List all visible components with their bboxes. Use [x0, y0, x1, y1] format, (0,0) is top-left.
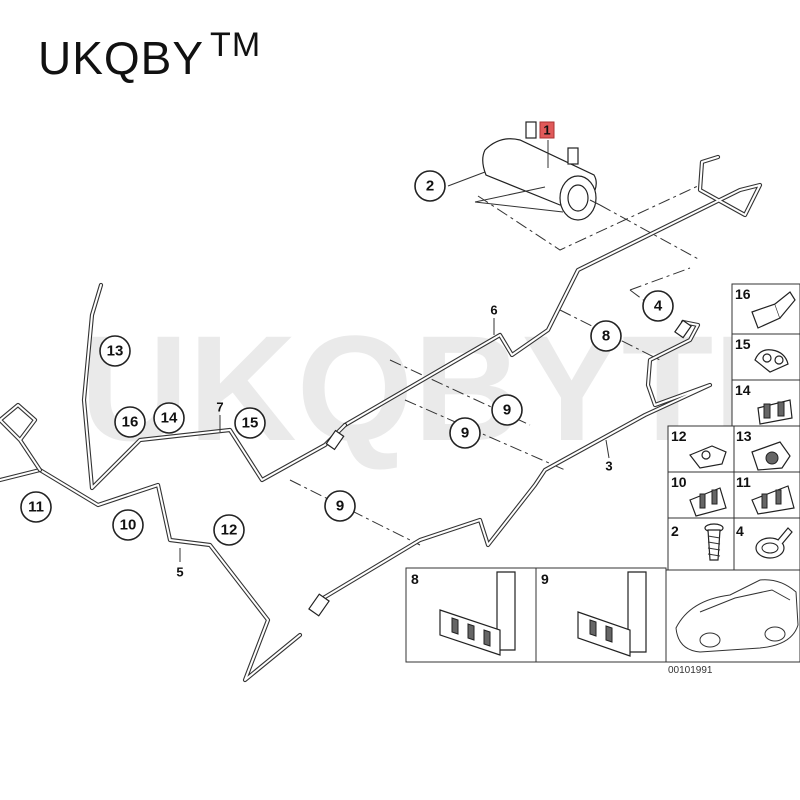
grid-label-12: 12 — [671, 428, 687, 444]
bracket-9-icon — [577, 571, 647, 657]
clip-14-icon — [757, 399, 793, 425]
svg-text:2: 2 — [426, 178, 434, 195]
callout-9-lower: 9 — [324, 490, 356, 522]
callout-2: 2 — [414, 170, 446, 202]
callout-14: 14 — [153, 402, 185, 434]
callout-7: 7 — [216, 400, 223, 415]
clip-16-icon — [751, 291, 796, 329]
clip-13-icon — [751, 441, 791, 471]
svg-text:16: 16 — [122, 414, 139, 431]
svg-text:4: 4 — [654, 298, 663, 315]
svg-text:8: 8 — [602, 328, 610, 345]
cell-car — [665, 569, 800, 663]
charcoal-canister — [482, 121, 601, 221]
hose-clamp-icon — [755, 527, 793, 559]
svg-text:13: 13 — [107, 343, 124, 360]
callout-4: 4 — [642, 290, 674, 322]
svg-text:9: 9 — [503, 402, 511, 419]
callout-16: 16 — [114, 406, 146, 438]
callout-15: 15 — [234, 407, 266, 439]
svg-text:11: 11 — [28, 499, 44, 516]
grid-label-14: 14 — [735, 382, 751, 398]
brand-name: UKQBY — [38, 32, 205, 84]
callout-9-upper: 9 — [491, 394, 523, 426]
svg-text:3: 3 — [605, 459, 612, 474]
car-silhouette-icon — [675, 579, 799, 653]
grid-label-15: 15 — [735, 336, 751, 352]
clip-10-icon — [689, 487, 727, 517]
grid-label-2: 2 — [671, 523, 679, 539]
grid-label-11: 11 — [736, 474, 751, 490]
svg-text:5: 5 — [176, 565, 183, 580]
callout-13: 13 — [99, 335, 131, 367]
diagram-number: 00101991 — [668, 665, 713, 676]
svg-text:1: 1 — [543, 123, 550, 138]
svg-text:15: 15 — [242, 415, 259, 432]
callout-9-middle: 9 — [449, 417, 481, 449]
svg-text:7: 7 — [216, 400, 223, 415]
cell-8 — [405, 567, 537, 663]
grid-label-10: 10 — [671, 474, 687, 490]
bracket-8-icon — [439, 571, 516, 656]
callout-1: 1 — [539, 121, 555, 139]
grid-label-4: 4 — [736, 523, 744, 539]
grid-label-16: 16 — [735, 286, 751, 302]
callout-12: 12 — [213, 514, 245, 546]
clip-15-icon — [754, 349, 789, 373]
svg-text:10: 10 — [120, 517, 137, 534]
grid-label-9: 9 — [541, 571, 549, 587]
grid-label-13: 13 — [736, 428, 752, 444]
svg-text:6: 6 — [490, 303, 497, 318]
callout-6: 6 — [490, 303, 497, 318]
callout-10: 10 — [112, 509, 144, 541]
callout-5: 5 — [176, 565, 183, 580]
clip-12-icon — [689, 445, 727, 469]
svg-text:12: 12 — [221, 522, 238, 539]
fuel-pipes — [0, 154, 763, 683]
clip-11-icon — [751, 485, 795, 515]
callout-8: 8 — [590, 320, 622, 352]
svg-text:9: 9 — [461, 425, 469, 442]
callout-3: 3 — [605, 459, 612, 474]
svg-text:14: 14 — [161, 410, 178, 427]
grid-label-8: 8 — [411, 571, 419, 587]
brand-mark: TM — [210, 26, 262, 64]
svg-text:9: 9 — [336, 498, 344, 515]
callout-11: 11 — [20, 491, 52, 523]
screw-icon — [704, 523, 724, 561]
